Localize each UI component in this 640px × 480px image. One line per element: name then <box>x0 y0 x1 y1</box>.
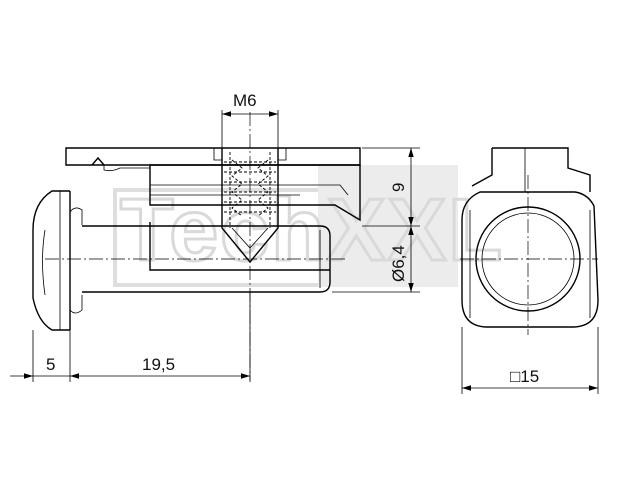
dim-head-length: 5 <box>46 355 55 374</box>
front-view <box>460 147 599 335</box>
slot-nut-plate <box>65 147 361 166</box>
nut-outline <box>461 191 599 328</box>
watermark-text: TechXXL <box>120 180 504 279</box>
dim-shaft-length: 19,5 <box>142 355 175 374</box>
bolt-shaft <box>82 225 331 293</box>
dim-square: □15 <box>510 367 539 386</box>
watermark: TechXXL <box>113 165 504 287</box>
dim-height: 9 <box>389 183 408 192</box>
bolt-head <box>32 190 70 331</box>
dim-diameter: Ø6,4 <box>389 245 408 282</box>
dim-thread: M6 <box>233 91 257 110</box>
dimensions: M6 9 Ø6,4 5 19,5 □15 <box>10 91 599 394</box>
slot-nut-body <box>149 164 361 222</box>
side-view <box>32 112 361 380</box>
